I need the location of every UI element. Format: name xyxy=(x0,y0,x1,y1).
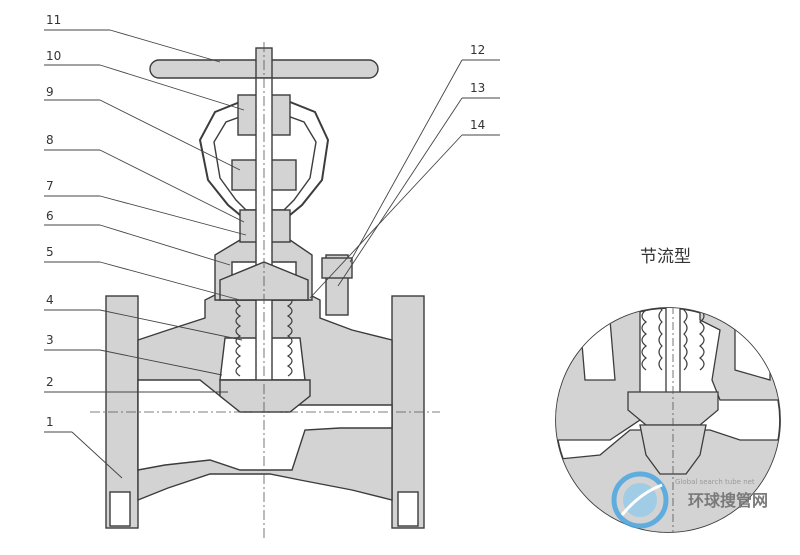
callout-9: 9 xyxy=(46,85,54,99)
callout-14: 14 xyxy=(470,118,485,132)
callout-8: 8 xyxy=(46,133,54,147)
watermark-subtitle: Global search tube net xyxy=(675,478,755,486)
callout-12: 12 xyxy=(470,43,485,57)
watermark-title: 环球搜管网 xyxy=(688,491,768,510)
callout-6: 6 xyxy=(46,209,54,223)
bellows xyxy=(235,295,293,377)
callout-13: 13 xyxy=(470,81,485,95)
detail-title: 节流型 xyxy=(640,247,691,267)
callout-11: 11 xyxy=(46,13,61,27)
callout-labels: 11 10 9 8 7 6 5 4 3 2 1 12 13 14 xyxy=(46,13,485,429)
callout-1: 1 xyxy=(46,415,54,429)
callout-7: 7 xyxy=(46,179,54,193)
watermark: Global search tube net 环球搜管网 xyxy=(611,471,768,529)
leader-lines xyxy=(44,29,500,479)
callout-2: 2 xyxy=(46,375,54,389)
callout-10: 10 xyxy=(46,49,61,63)
valve-disc xyxy=(219,379,311,413)
callout-4: 4 xyxy=(46,293,54,307)
callout-3: 3 xyxy=(46,333,54,347)
callout-5: 5 xyxy=(46,245,54,259)
globe-logo-icon xyxy=(611,471,669,529)
valve-body xyxy=(105,47,425,529)
center-lines xyxy=(90,42,440,540)
